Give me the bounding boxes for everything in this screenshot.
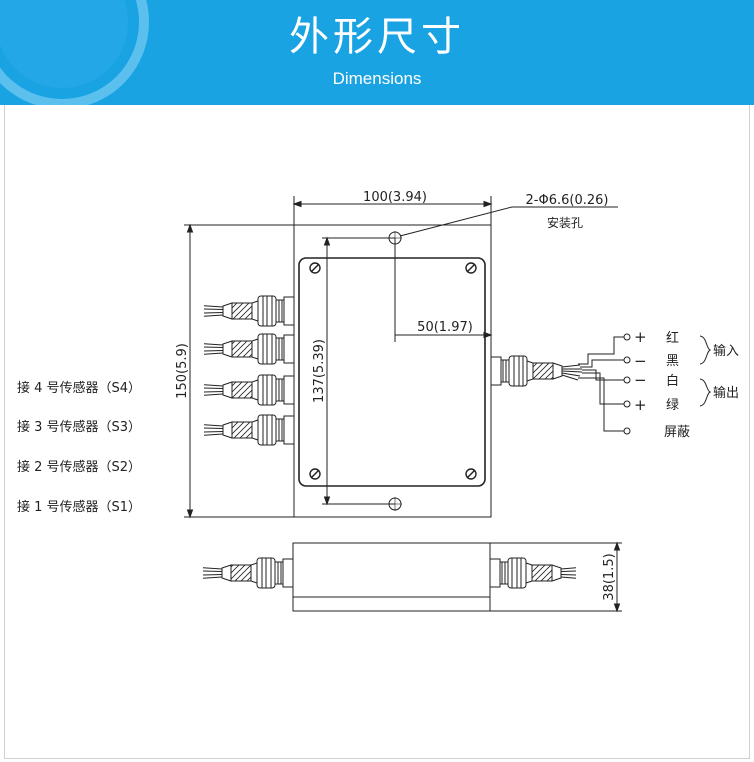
terminal-shield: [623, 427, 631, 435]
terminal-green: [623, 400, 631, 408]
screw-icon: [465, 468, 477, 480]
page-title: 外形尺寸: [289, 14, 465, 60]
inner-height-dimension-label: 137(5.39): [312, 339, 327, 403]
width-dimension-label: 100(3.94): [363, 190, 427, 205]
terminal-black: [623, 356, 631, 364]
screw-icon: [309, 262, 321, 274]
wire-color-green: 绿: [666, 398, 679, 413]
screw-icon: [309, 468, 321, 480]
holes-dimension-label: 2-Φ6.6(0.26): [526, 193, 609, 208]
sensor-cable-gland: [203, 295, 295, 327]
page-subtitle: Dimensions: [332, 69, 422, 88]
output-cable-gland: [490, 355, 583, 387]
terminal-red: [623, 333, 631, 341]
sensor-label-s3: 接 3 号传感器（S3）: [17, 419, 141, 435]
header-banner: 外形尺寸 Dimensions: [0, 0, 754, 105]
hole-offset-label: 50(1.97): [417, 320, 473, 335]
terminal-white: [623, 376, 631, 384]
input-label: 输入: [713, 343, 739, 359]
holes-caption: 安装孔: [547, 215, 583, 230]
content-panel: [4, 105, 750, 759]
housing-side-view: [292, 542, 491, 612]
wire-color-red: 红: [666, 330, 679, 346]
output-label: 输出: [713, 385, 739, 401]
terminal-sign: −: [634, 352, 647, 370]
housing-lid: [298, 257, 486, 487]
screw-icon: [465, 262, 477, 274]
sensor-cable-gland: [203, 333, 295, 365]
terminal-sign: −: [634, 371, 647, 389]
wire-color-white: 白: [666, 373, 679, 389]
side-input-cable-gland: [202, 557, 294, 589]
wiring-leads: [578, 335, 712, 432]
shield-label: 屏蔽: [664, 425, 690, 440]
height-dimension-label: 150(5.9): [175, 343, 190, 399]
side-output-cable-gland: [489, 557, 577, 589]
sensor-cable-gland: [203, 374, 295, 406]
sensor-label-s1: 接 1 号传感器（S1）: [17, 499, 141, 515]
terminal-sign: +: [634, 396, 647, 414]
sensor-label-s4: 接 4 号传感器（S4）: [17, 380, 141, 396]
wire-color-black: 黑: [666, 354, 679, 369]
sensor-cable-gland: [203, 414, 295, 446]
banner-circle-decoration: [0, 0, 149, 105]
terminal-sign: +: [634, 328, 647, 346]
sensor-label-s2: 接 2 号传感器（S2）: [17, 459, 141, 475]
thickness-dimension-label: 38(1.5): [602, 553, 617, 600]
